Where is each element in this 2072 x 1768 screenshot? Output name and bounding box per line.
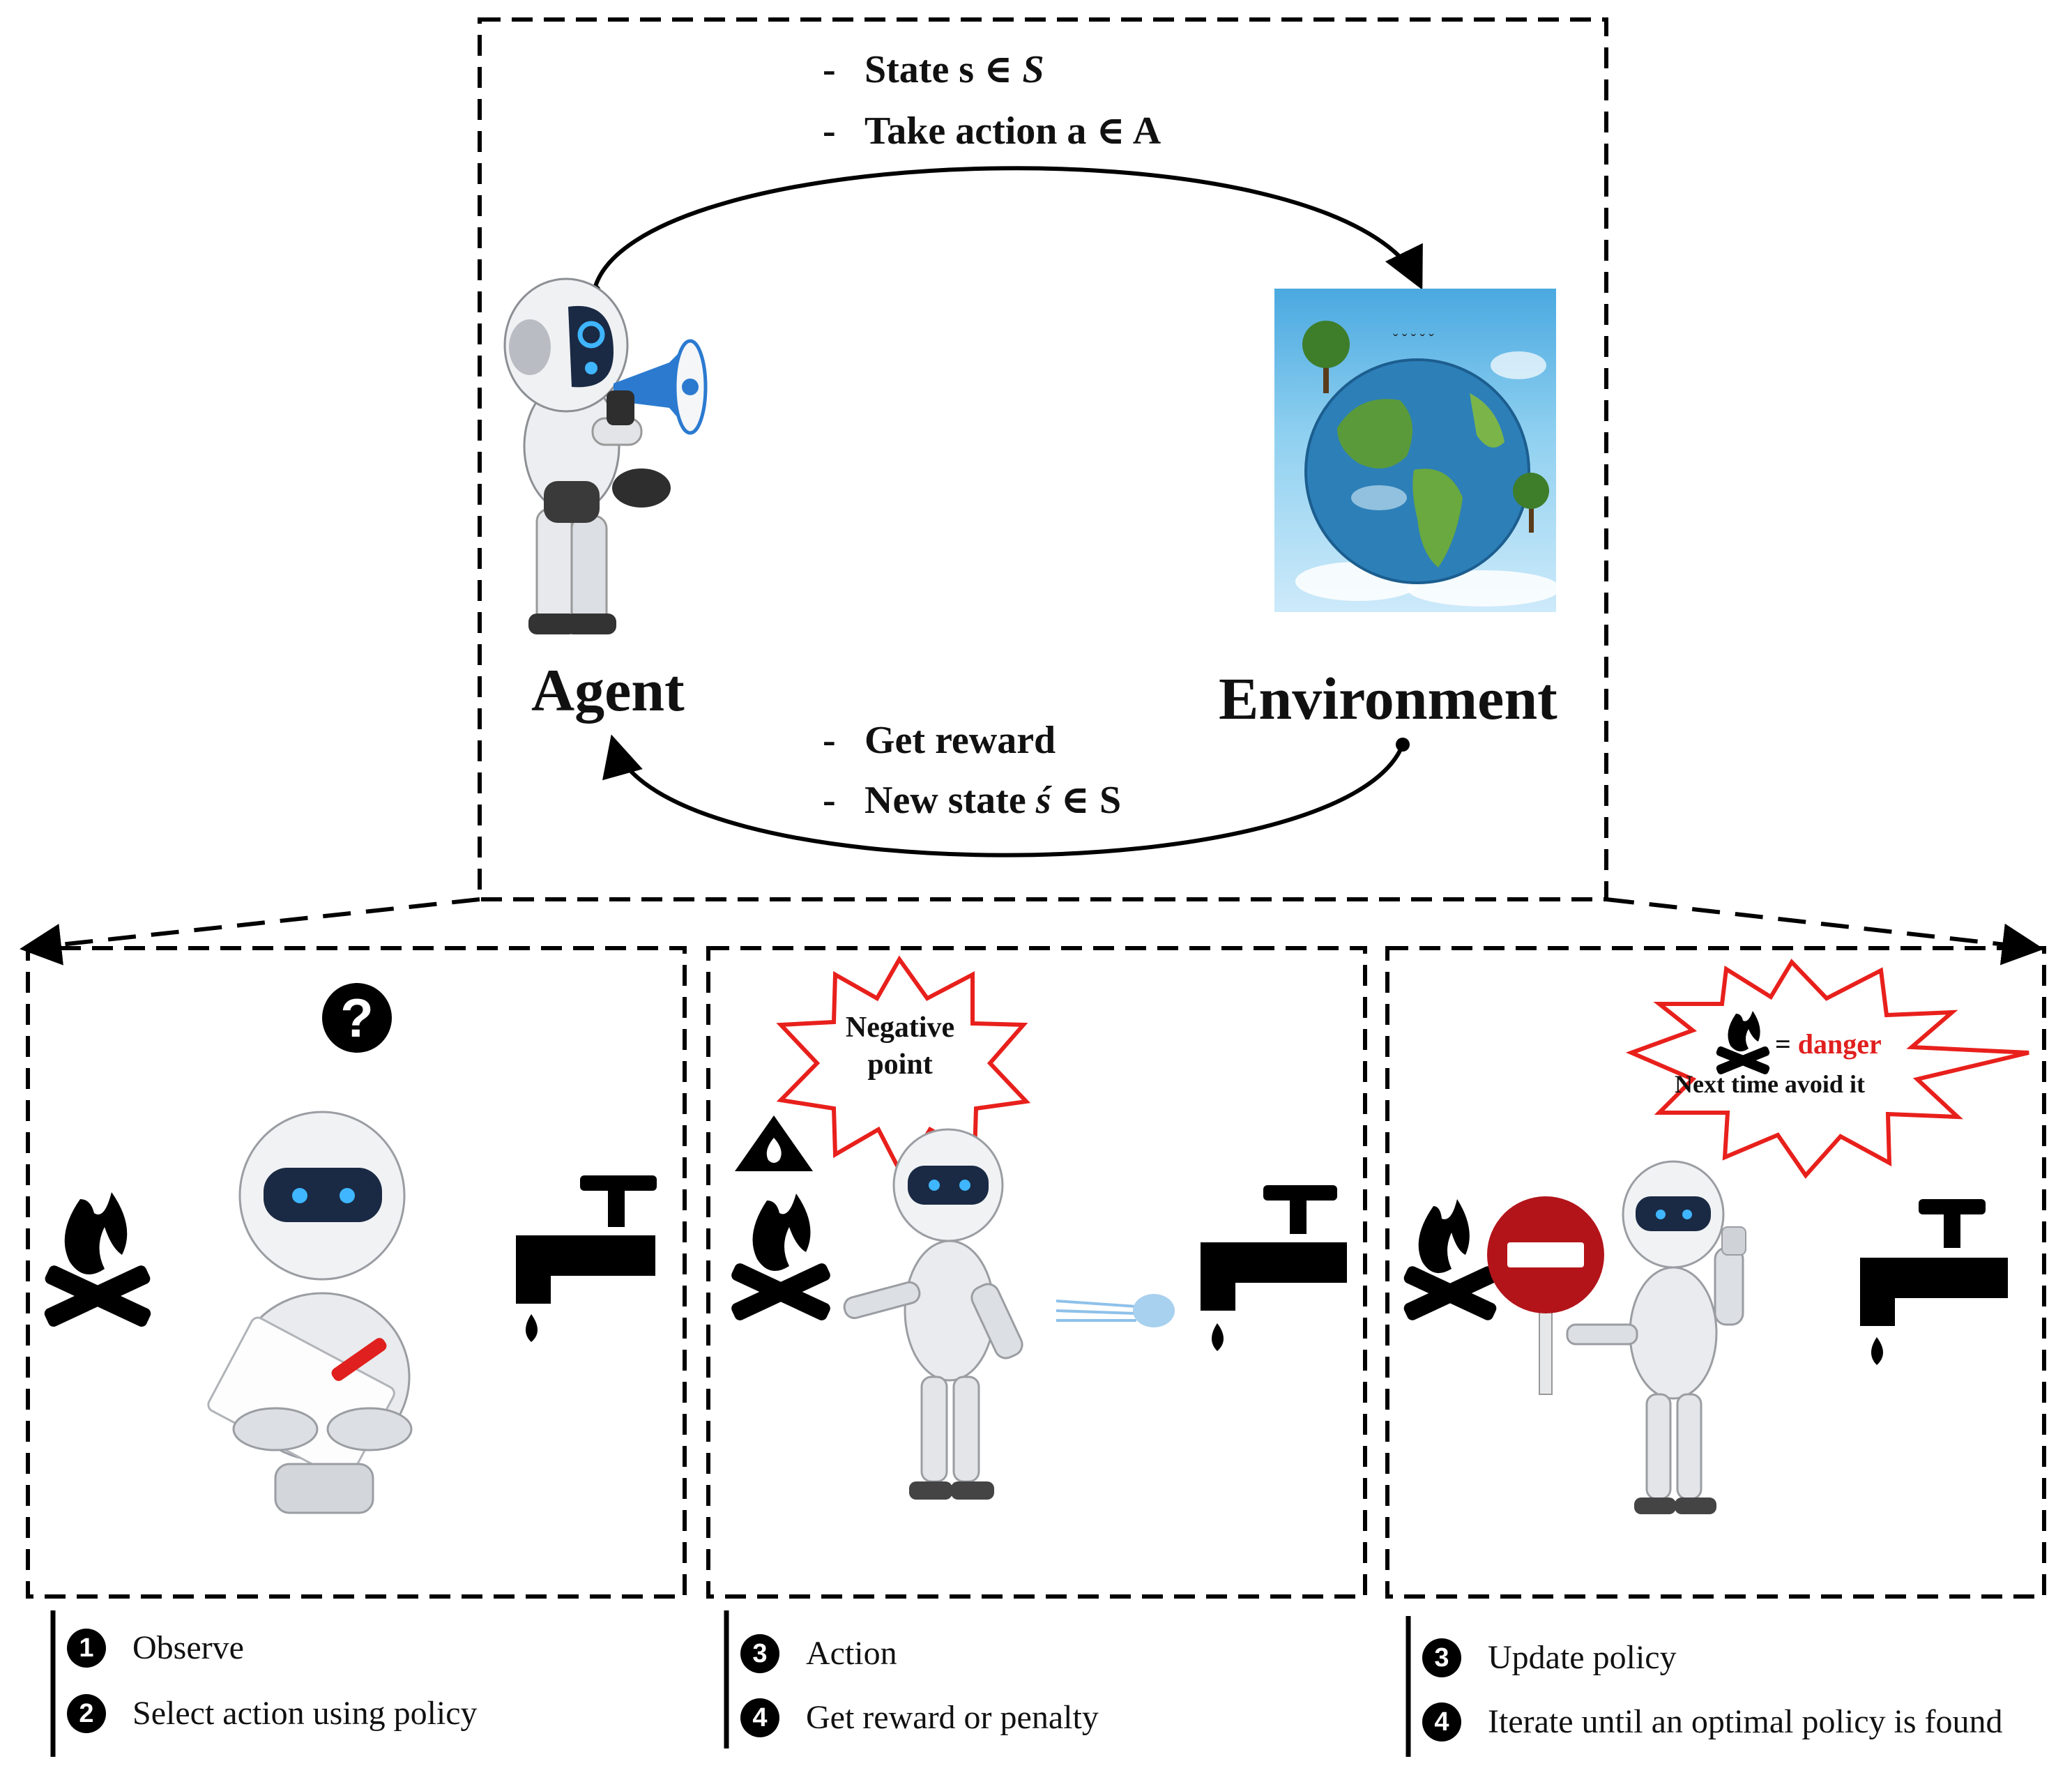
bullet-new-state: -New state ś ∈ S xyxy=(823,779,1122,822)
danger-burst-line2: Next time avoid it xyxy=(1675,1070,1865,1098)
step-number-badge: 4 xyxy=(1422,1702,1461,1742)
step-number-badge: 4 xyxy=(740,1698,779,1737)
danger-burst-line1: = danger xyxy=(1775,1028,1882,1060)
agent-label: Agent xyxy=(531,657,685,724)
environment-globe-icon: ˇ ˇ ˇ ˇ ˇ xyxy=(1274,289,1556,612)
negative-point-burst: Negative point xyxy=(845,1012,955,1081)
environment-label: Environment xyxy=(1219,665,1557,732)
expand-line-left xyxy=(20,897,480,966)
panel3-box xyxy=(1385,946,2046,1599)
step-number-badge: 2 xyxy=(67,1694,106,1733)
bullet-take-action: -Take action a ∈ A xyxy=(823,109,1161,153)
bullet-get-reward: -Get reward xyxy=(823,719,1056,762)
svg-text:ˇ ˇ ˇ ˇ ˇ: ˇ ˇ ˇ ˇ ˇ xyxy=(1393,330,1434,348)
top-dashed-box xyxy=(478,17,1608,901)
bullet-state: -State s ∈ S xyxy=(823,48,1044,91)
step-number-badge: 1 xyxy=(67,1629,106,1668)
question-mark-icon: ? xyxy=(322,983,392,1053)
step-number-badge: 3 xyxy=(740,1634,779,1673)
expand-line-right xyxy=(1606,897,2044,966)
panel2-box xyxy=(706,946,1367,1599)
danger-word: danger xyxy=(1797,1028,1882,1060)
panel1-box xyxy=(26,946,687,1599)
step-number-badge: 3 xyxy=(1422,1638,1461,1677)
top-arrow-agent-to-environment xyxy=(592,166,1423,292)
bottom-arrow-environment-to-agent xyxy=(602,734,1405,858)
